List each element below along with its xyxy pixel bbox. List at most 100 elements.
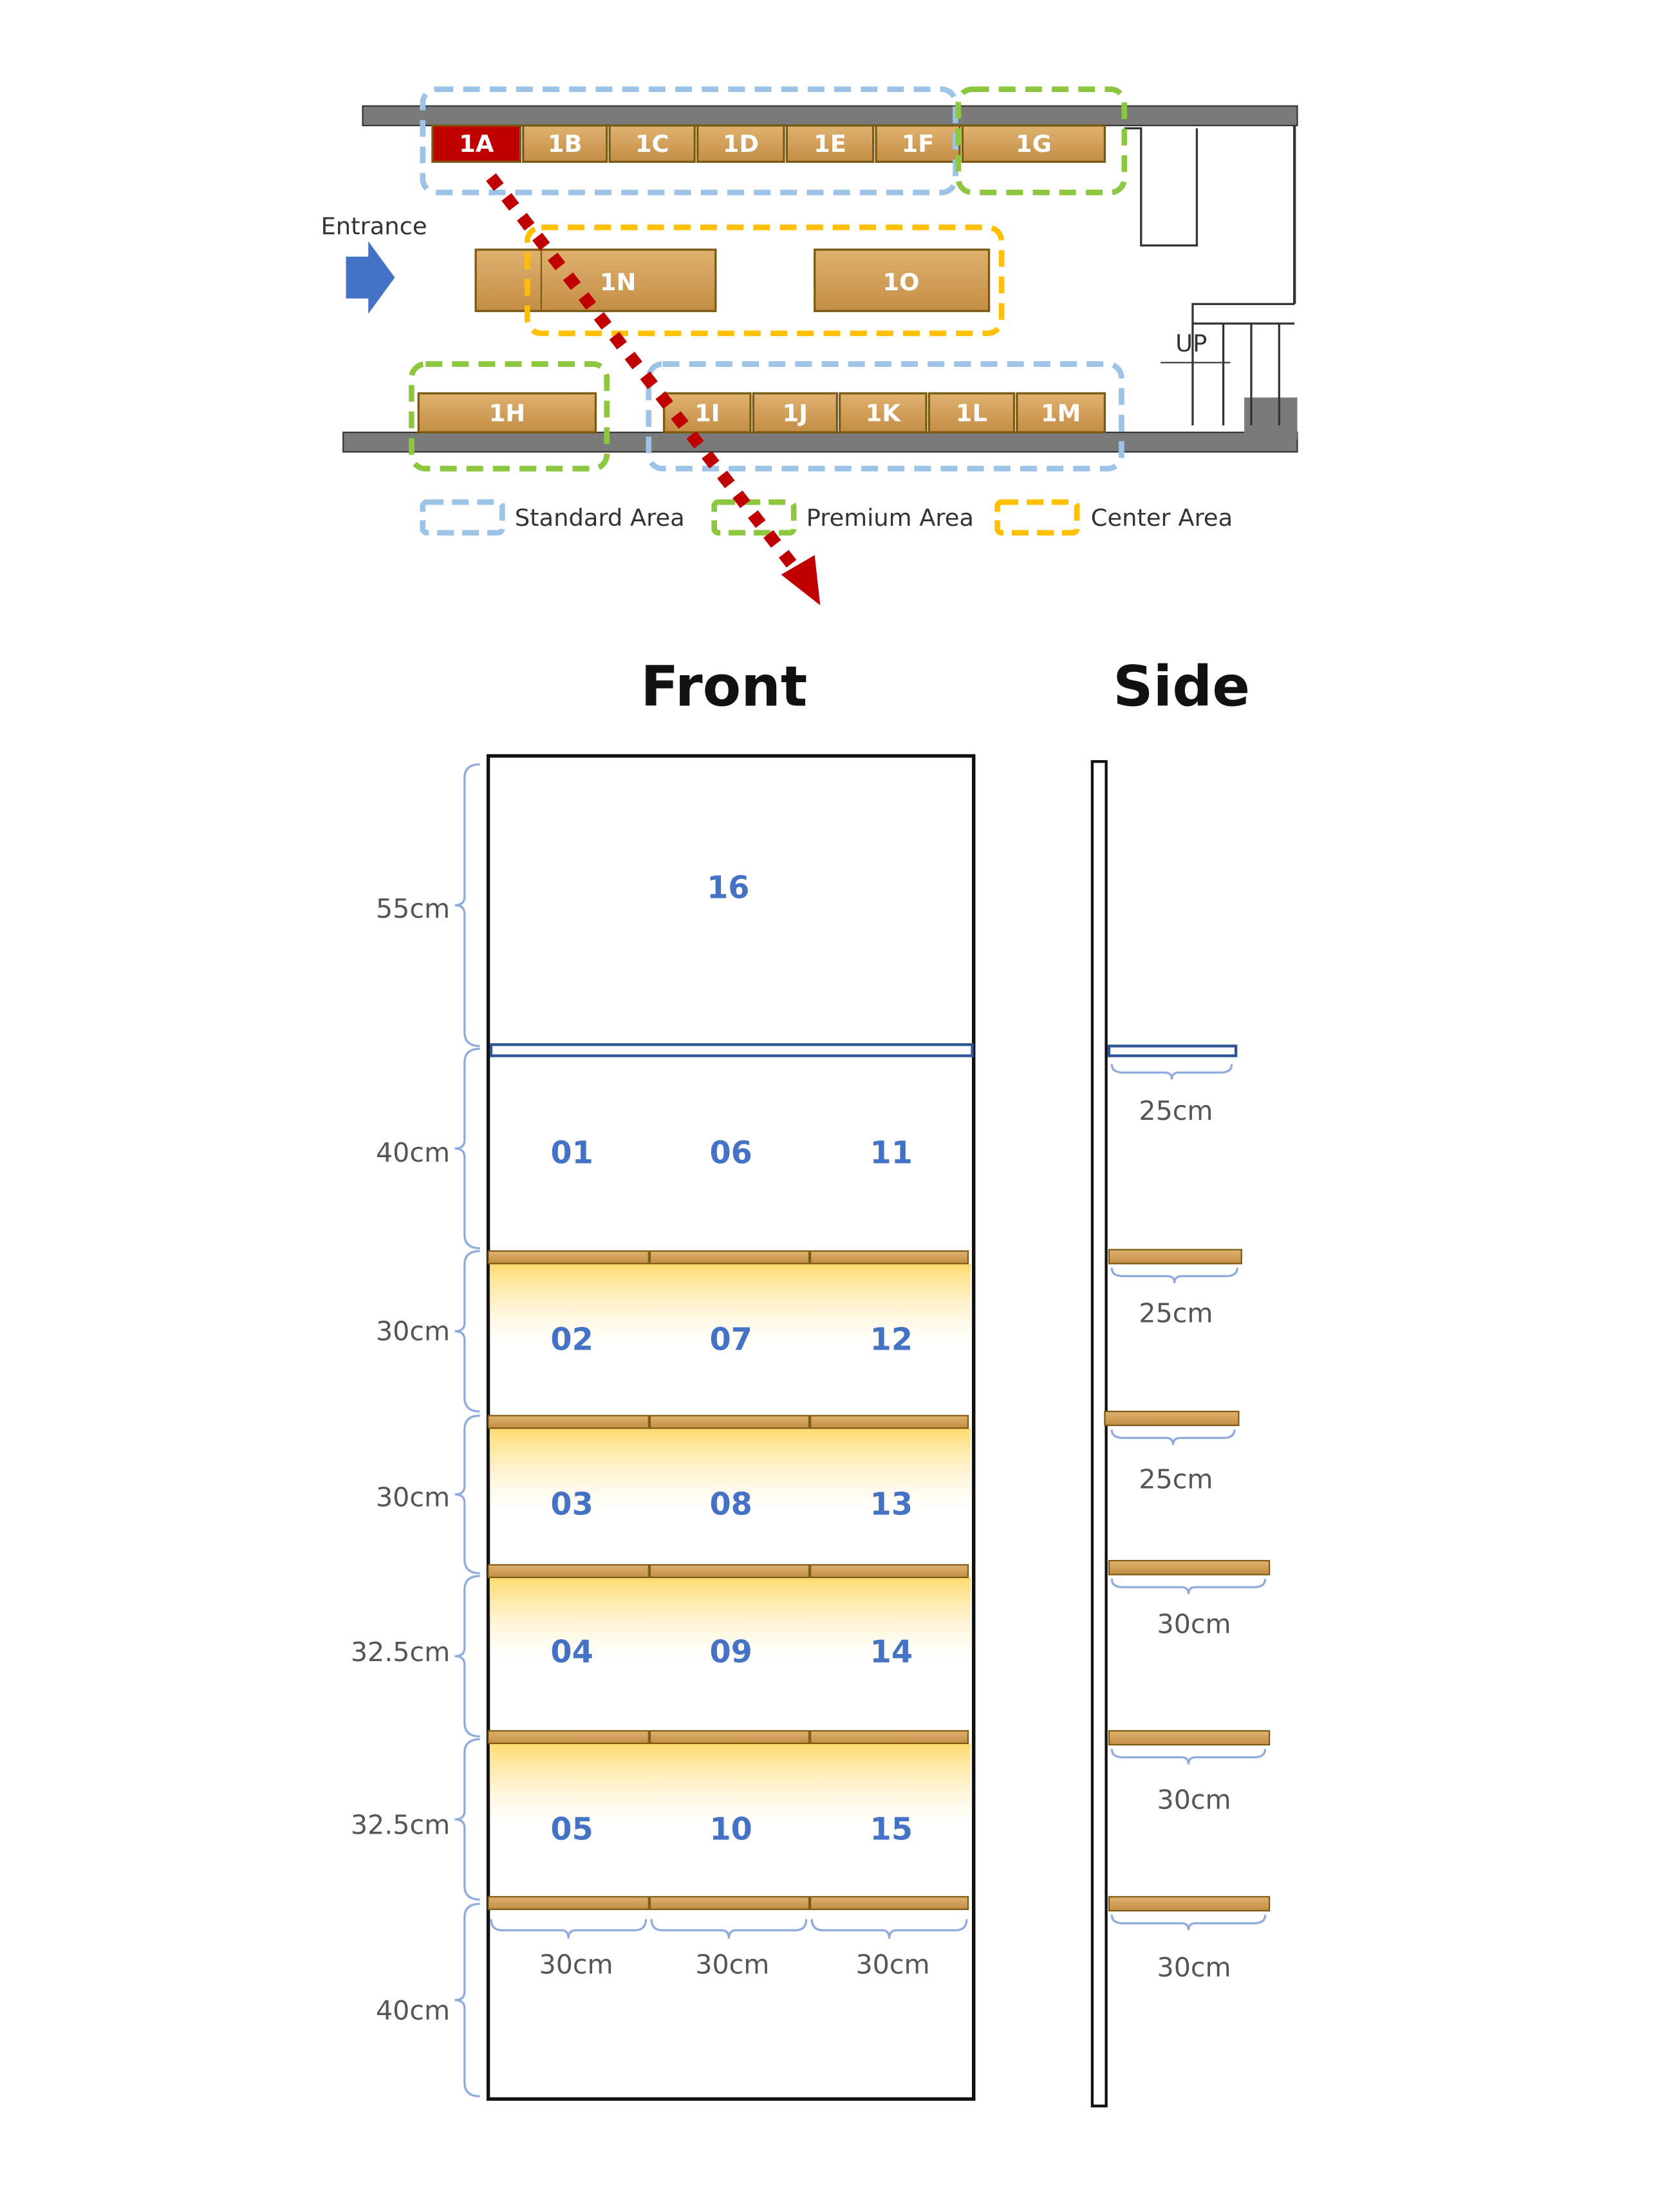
height-label: 55cm: [376, 893, 450, 924]
wood-shelf: [649, 1415, 810, 1429]
shelf-1n[interactable]: [474, 248, 717, 312]
side-shelf: [1107, 1045, 1238, 1057]
shelf-1e[interactable]: 1E: [785, 124, 875, 163]
side-shelf: [1108, 1896, 1271, 1911]
shelf-block: [522, 124, 608, 163]
depth-brace: [1110, 1064, 1233, 1080]
slot-label[interactable]: 06: [709, 1135, 752, 1171]
wood-shelf: [649, 1250, 810, 1265]
height-label: 32.5cm: [351, 1637, 450, 1668]
slot-label[interactable]: 15: [870, 1812, 913, 1847]
width-label: 30cm: [539, 1949, 613, 1980]
legend-label: Premium Area: [807, 504, 974, 532]
slot-label[interactable]: 07: [709, 1323, 752, 1358]
slot-label[interactable]: 14: [870, 1635, 913, 1670]
shelf-light: [489, 1743, 971, 1827]
shelf-1g[interactable]: 1G: [961, 124, 1106, 163]
shelf-light: [489, 1263, 971, 1348]
shelf-1l[interactable]: 1L: [928, 392, 1016, 434]
slot-label[interactable]: 01: [550, 1135, 593, 1171]
shelf-label: 1G: [1016, 130, 1052, 158]
shelf-block: [608, 124, 696, 163]
slot-label[interactable]: 11: [870, 1135, 913, 1171]
slot-label[interactable]: 03: [550, 1487, 593, 1522]
height-label: 32.5cm: [351, 1810, 450, 1841]
width-label: 30cm: [695, 1949, 769, 1980]
depth-label: 30cm: [1157, 1952, 1231, 1983]
side-shelf: [1108, 1559, 1271, 1575]
height-brace: [454, 1738, 480, 1901]
side-shelf: [1108, 1730, 1271, 1746]
shelf-1a[interactable]: 1A: [431, 124, 522, 163]
area-outline-premium: [955, 86, 1128, 196]
wood-shelf: [649, 1730, 810, 1744]
depth-brace: [1110, 1749, 1267, 1765]
shelf-1o[interactable]: [814, 248, 991, 312]
slot-label[interactable]: 10: [709, 1812, 752, 1847]
height-brace: [454, 1414, 480, 1575]
shelf-1k[interactable]: 1K: [839, 392, 928, 434]
shelf-1f[interactable]: 1F: [875, 124, 961, 163]
shelf-block: [431, 124, 522, 163]
wood-shelf: [487, 1250, 649, 1265]
legend-label: Standard Area: [515, 504, 685, 532]
shelf-label: 1E: [814, 130, 846, 158]
wood-shelf: [810, 1415, 969, 1429]
front-title: Front: [640, 655, 807, 720]
slot-label[interactable]: 02: [550, 1323, 593, 1358]
slot-label[interactable]: 12: [870, 1323, 913, 1358]
wood-shelf: [487, 1730, 649, 1744]
height-label: 40cm: [376, 1995, 450, 2026]
shelf-block: [961, 124, 1106, 163]
depth-brace: [1110, 1915, 1267, 1931]
wood-shelf: [649, 1896, 810, 1910]
slot-label[interactable]: 04: [550, 1635, 593, 1670]
slot-label: 16: [707, 871, 749, 906]
shelf-block: [1016, 392, 1106, 434]
shelf-block: [696, 124, 785, 163]
shelf-light: [489, 1577, 971, 1662]
shelf-label: 1J: [783, 399, 808, 427]
shelf-1j[interactable]: 1J: [752, 392, 838, 434]
path-arrow-head-icon: [781, 555, 821, 606]
area-outline-standard: [646, 361, 1124, 472]
shelf-1b[interactable]: 1B: [522, 124, 608, 163]
legend-label: Center Area: [1091, 504, 1233, 532]
bottom-wall: [342, 431, 1298, 453]
legend-swatch: [711, 499, 797, 536]
shelf-label: 1K: [866, 399, 902, 427]
legend-swatch: [994, 499, 1080, 536]
shelf-1d[interactable]: 1D: [696, 124, 785, 163]
slot-label[interactable]: 08: [709, 1487, 752, 1522]
shelf-1m[interactable]: 1M: [1016, 392, 1106, 434]
width-brace: [650, 1919, 808, 1939]
shelf-label: 1D: [723, 130, 759, 158]
slot-label[interactable]: 05: [550, 1812, 593, 1847]
depth-label: 25cm: [1139, 1095, 1213, 1126]
wood-shelf: [810, 1730, 969, 1744]
entrance-label: Entrance: [321, 212, 427, 240]
shelf-label: 1L: [956, 399, 987, 427]
shelf-1c[interactable]: 1C: [608, 124, 696, 163]
shelf-label: 1A: [459, 130, 494, 158]
shelf-block: [785, 124, 875, 163]
stairs-label: UP: [1175, 330, 1207, 357]
shelf-block: [875, 124, 961, 163]
height-brace: [454, 763, 480, 1047]
shelf-1h[interactable]: 1H: [417, 392, 597, 434]
side-shelf: [1108, 1249, 1242, 1265]
shelf-label: 1C: [635, 130, 669, 158]
entrance-arrow-icon: [346, 241, 395, 314]
side-post: [1090, 760, 1108, 2108]
height-label: 30cm: [376, 1316, 450, 1347]
slot-label[interactable]: 09: [709, 1635, 752, 1670]
depth-label: 30cm: [1157, 1785, 1231, 1816]
shelf-label: 1F: [902, 130, 935, 158]
height-brace: [454, 1575, 480, 1738]
width-brace: [490, 1919, 648, 1939]
shelf-label: 1I: [695, 399, 720, 427]
landing: [1191, 302, 1295, 325]
slot-label[interactable]: 13: [870, 1487, 913, 1522]
